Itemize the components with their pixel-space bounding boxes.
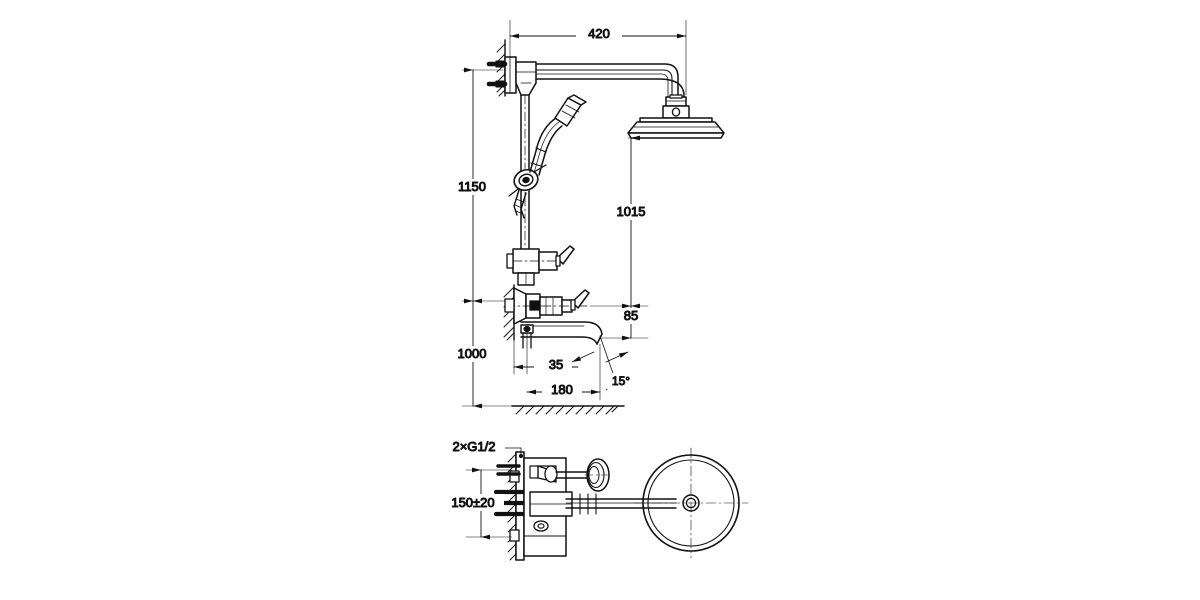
diverter-valve-handle (555, 245, 575, 267)
dimension-420-label: 420 (588, 26, 610, 41)
floor-line (511, 405, 625, 415)
dimension-1150: 1150 (450, 67, 506, 304)
plan-inlet-connection-upper (496, 464, 521, 476)
dimension-150-label: 150±20 (451, 495, 494, 510)
dimension-35: 35 (513, 323, 579, 375)
plan-shower-arm (565, 493, 677, 515)
plan-wall-section (507, 451, 517, 561)
dimension-15-degree-label: 15° (612, 374, 630, 388)
plan-diverter-knob (537, 458, 613, 492)
hand-shower-spray-face (554, 94, 587, 127)
bath-spout (520, 321, 603, 345)
diverter-valve-body (506, 248, 558, 286)
dimension-35-label: 35 (549, 357, 563, 372)
shower-hose (513, 189, 527, 219)
dimension-1000: 1000 (450, 298, 513, 409)
riser-tee-junction (515, 61, 537, 96)
dimension-thread-2xG12: 2×G1/2 (443, 438, 524, 459)
hand-shower (529, 94, 587, 176)
dimension-180-label: 180 (551, 382, 573, 397)
plan-overhead-shower-outline (633, 447, 749, 559)
dimension-1150-label: 1150 (458, 179, 486, 194)
dimension-15-degree: 15° (571, 335, 638, 391)
bracket-fixing-screw-upper (486, 60, 508, 68)
mixer-valve-body (504, 287, 591, 325)
dimension-1000-label: 1000 (458, 346, 487, 361)
dimension-2xG12-label: 2×G1/2 (452, 439, 495, 454)
dimension-1015: 1015 (589, 135, 691, 309)
mixer-valve-handle (570, 289, 590, 311)
dimension-1015-label: 1015 (617, 204, 646, 219)
dimension-85-label: 85 (624, 308, 638, 323)
wall-section-upper (496, 39, 506, 97)
hose-outlet-connector (520, 324, 534, 349)
dimension-180: 180 (526, 343, 601, 401)
overhead-shower-arm (535, 63, 685, 100)
overhead-rain-shower-head (627, 117, 725, 139)
dimension-420: 420 (509, 19, 687, 96)
shower-head-swivel-joint (662, 94, 690, 119)
hand-shower-slide-bracket (508, 164, 547, 197)
bracket-fixing-screw-lower (486, 80, 508, 88)
dimension-85: 85 (598, 303, 649, 341)
dimension-150-tolerance: 150±20 (440, 467, 513, 540)
